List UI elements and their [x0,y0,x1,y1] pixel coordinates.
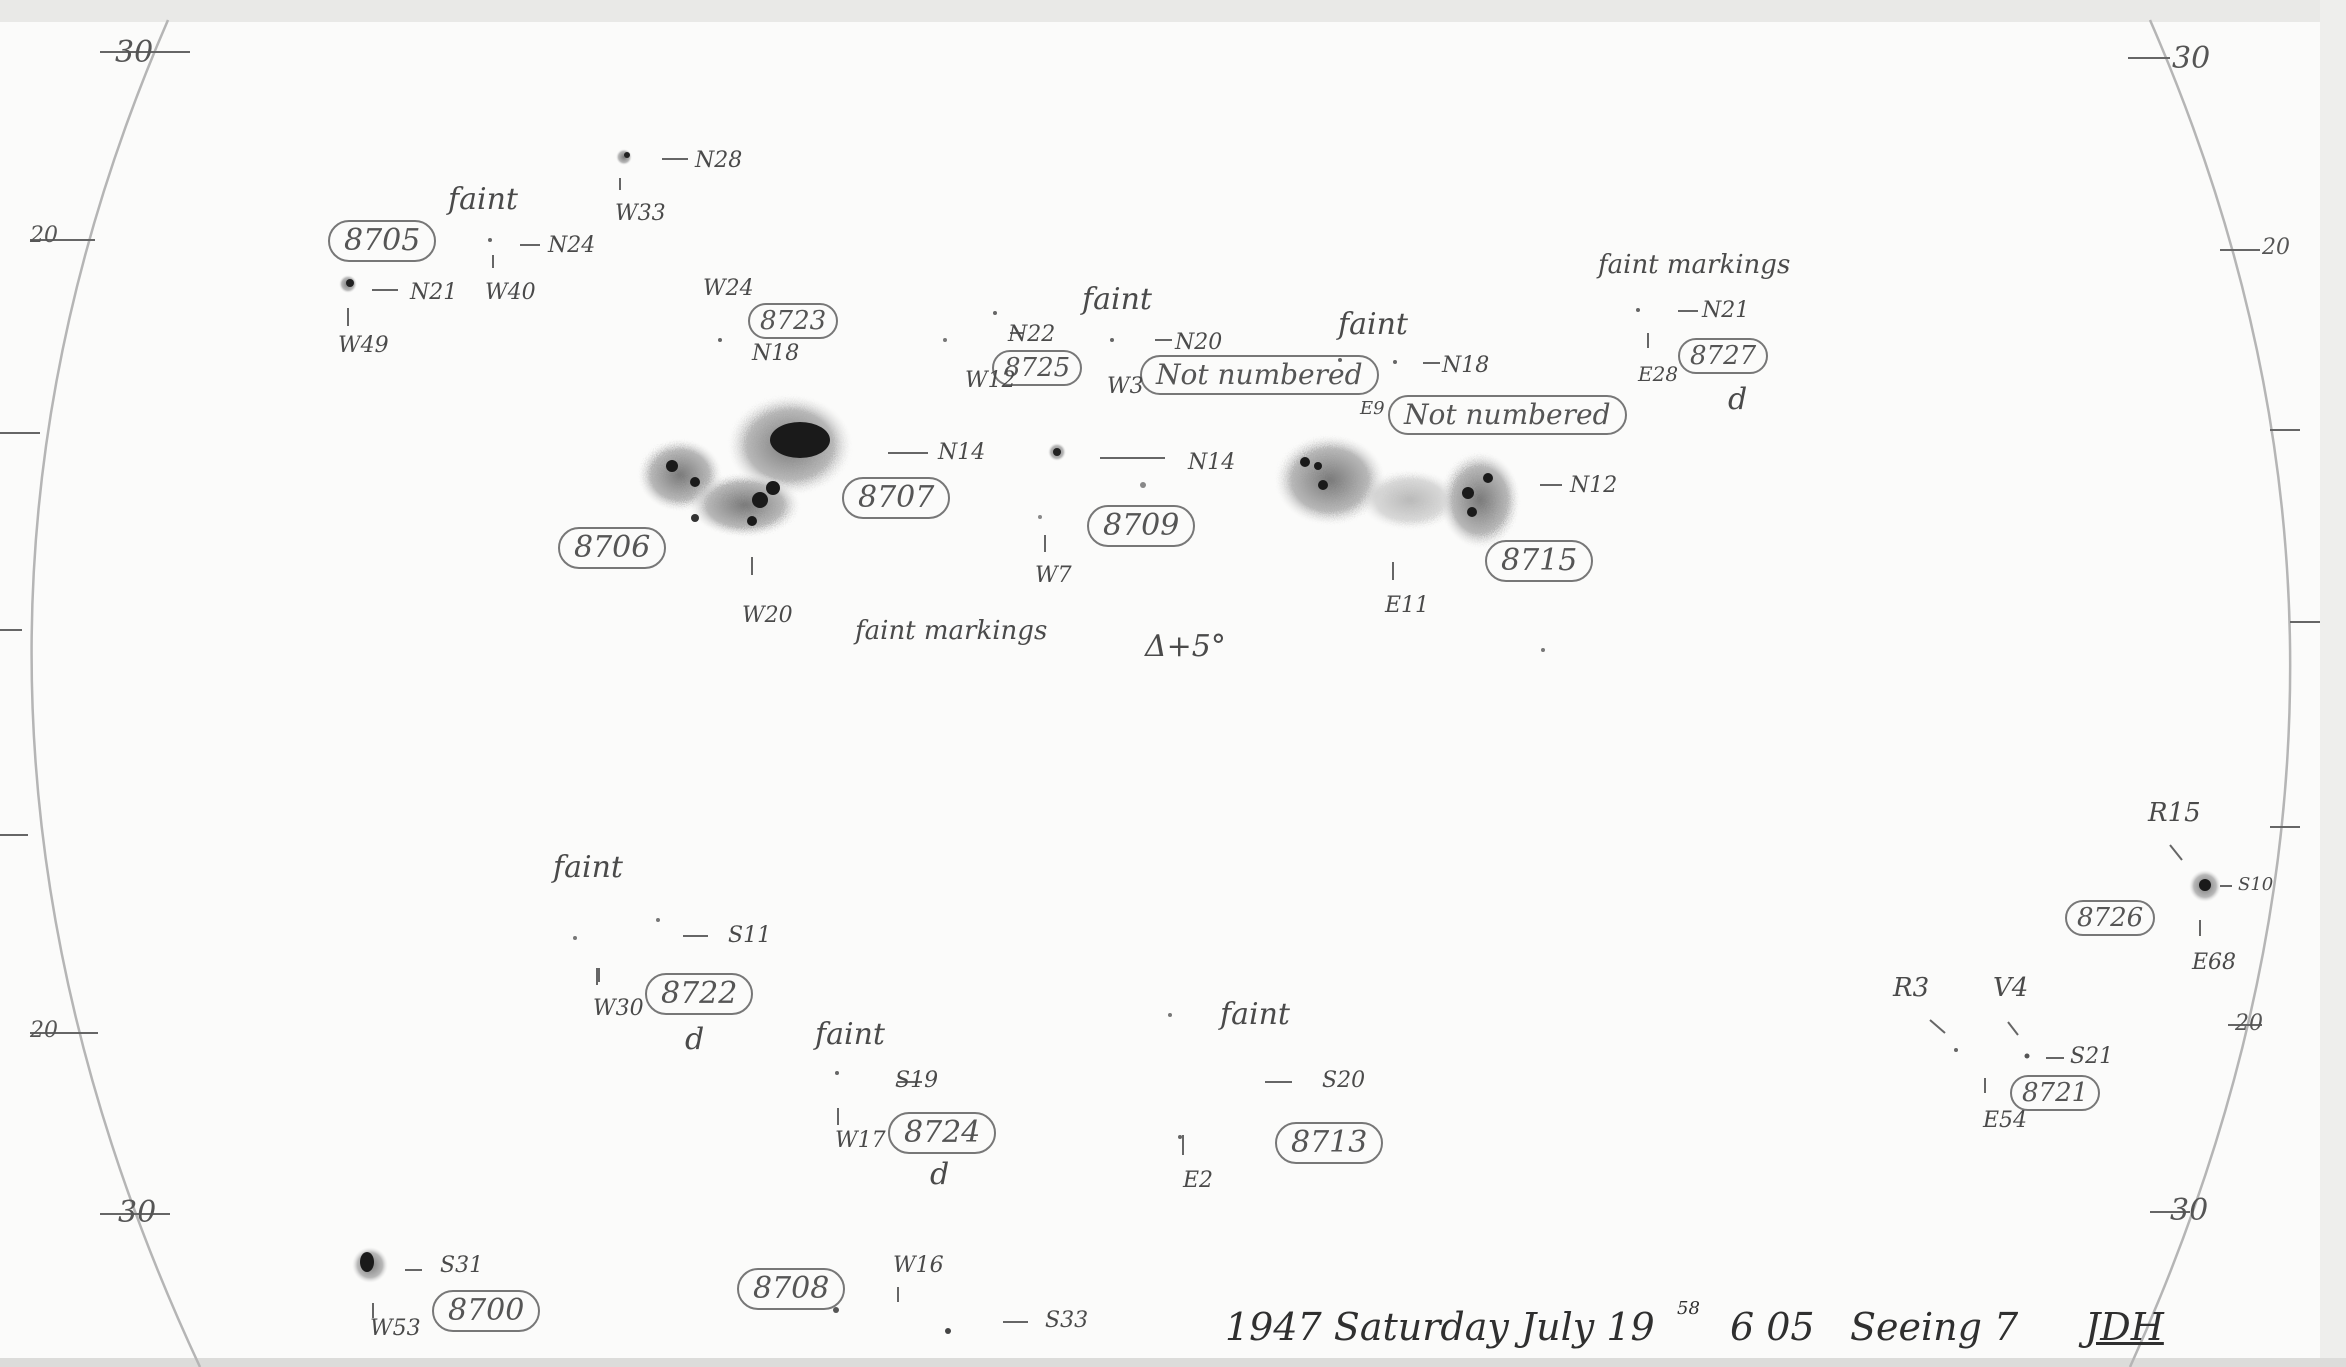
coord-e2: E2 [1183,1168,1214,1193]
coord-w24: W24 [703,276,754,301]
left-scale-30-bottom: 30 [118,1195,157,1230]
note-faint-markings-top: faint markings [1598,250,1791,280]
note-faint-not-numbered: faint [1338,307,1408,342]
note-faint-8724: faint [815,1017,885,1052]
group-label-8715: 8715 [1485,540,1594,582]
coord-w49: W49 [338,333,389,358]
coord-w17: W17 [835,1128,886,1153]
spot-group-8706-8707 [638,395,852,537]
coord-s19: S19 [895,1068,939,1093]
coord-e54: E54 [1983,1108,2028,1133]
coord-n12: N12 [1570,473,1618,498]
note-d-8727: d [1728,382,1748,417]
group-label-8723: 8723 [748,303,839,339]
group-label-not-numbered-1: Not numbered [1140,355,1379,395]
group-label-8700: 8700 [432,1290,541,1332]
coord-s20: S20 [1322,1068,1366,1093]
coord-w12: W12 [965,368,1016,393]
coord-w40: W40 [485,280,536,305]
coord-r3: R3 [1893,973,1930,1003]
coord-w53: W53 [370,1316,421,1341]
group-label-8708: 8708 [737,1268,846,1310]
coord-w7: W7 [1035,563,1072,588]
top-edge [0,0,2346,22]
observation-time: 6 05 [1730,1305,1815,1349]
right-edge [2320,0,2346,1367]
group-label-8706: 8706 [558,527,667,569]
coord-s33: S33 [1045,1308,1089,1333]
coord-n20: N20 [1175,330,1223,355]
coord-w33: W33 [615,201,666,226]
observation-seeing: Seeing 7 [1850,1305,2019,1349]
coord-w3: W3 [1107,374,1144,399]
right-scale-20-top: 20 [2262,235,2290,260]
note-d-8724: d [930,1157,950,1192]
right-scale-20-bottom: 20 [2235,1011,2263,1036]
group-label-8722: 8722 [645,973,754,1015]
spot-8709 [1038,443,1146,519]
coord-v4: V4 [1993,973,2029,1003]
note-faint-8713: faint [1220,997,1290,1032]
coord-w16: W16 [893,1253,944,1278]
group-label-8705: 8705 [328,220,437,262]
bottom-edge [0,1358,2346,1367]
group-label-8707: 8707 [842,477,951,519]
note-faint-8722: faint [553,850,623,885]
coord-s11: S11 [728,923,772,948]
right-limb-arc [2128,19,2292,1367]
coord-s10: S10 [2238,874,2274,895]
group-label-8726: 8726 [2065,900,2156,936]
group-label-8709: 8709 [1087,505,1196,547]
left-scale-30-top: 30 [115,35,154,70]
pointer-lines [347,158,2232,1323]
coord-r15: R15 [2148,798,2201,828]
right-ticks [2128,57,2320,1213]
observer-initials: JDH [2085,1305,2164,1349]
coord-w20: W20 [742,603,793,628]
group-label-not-numbered-2: Not numbered [1388,395,1627,435]
group-label-8721: 8721 [2010,1075,2101,1111]
small-spots [339,149,2221,1334]
note-faint-8725: faint [1082,282,1152,317]
group-label-8725: 8725 [992,350,1083,386]
coord-e68: E68 [2192,950,2237,975]
coord-n14a: N14 [938,440,986,465]
observation-date: 1947 Saturday July 19 [1225,1305,1655,1349]
coord-e9: E9 [1360,398,1385,419]
left-scale-20-bottom: 20 [30,1018,58,1043]
note-faint-8705: faint [448,182,518,217]
note-faint-markings-mid: faint markings [855,616,1048,646]
coord-n18b: N18 [1442,353,1490,378]
coord-n22: N22 [1008,322,1056,347]
right-scale-30-top: 30 [2172,41,2211,76]
note-delta: Δ+5° [1145,629,1226,664]
left-scale-20-top: 20 [30,223,58,248]
group-label-8727: 8727 [1678,338,1769,374]
coord-n21a: N21 [410,280,458,305]
left-ticks [0,51,190,1215]
coord-n14b: N14 [1188,450,1236,475]
coord-w30: W30 [593,996,644,1021]
coord-n21b: N21 [1702,298,1750,323]
coord-e11: E11 [1385,593,1430,618]
coord-n24: N24 [548,233,596,258]
group-label-8713: 8713 [1275,1122,1384,1164]
coord-n28: N28 [695,148,743,173]
group-label-8724: 8724 [888,1112,997,1154]
note-d-8722: d [685,1022,705,1057]
coord-n18a: N18 [752,341,800,366]
spot-group-8715 [1275,435,1520,548]
coord-e28: E28 [1638,362,1679,386]
left-limb-arc [30,19,202,1367]
coord-s31: S31 [440,1253,484,1278]
right-scale-30-bottom: 30 [2170,1193,2209,1228]
observation-date-superscript: 58 [1677,1298,1700,1319]
coord-s21: S21 [2070,1044,2114,1069]
